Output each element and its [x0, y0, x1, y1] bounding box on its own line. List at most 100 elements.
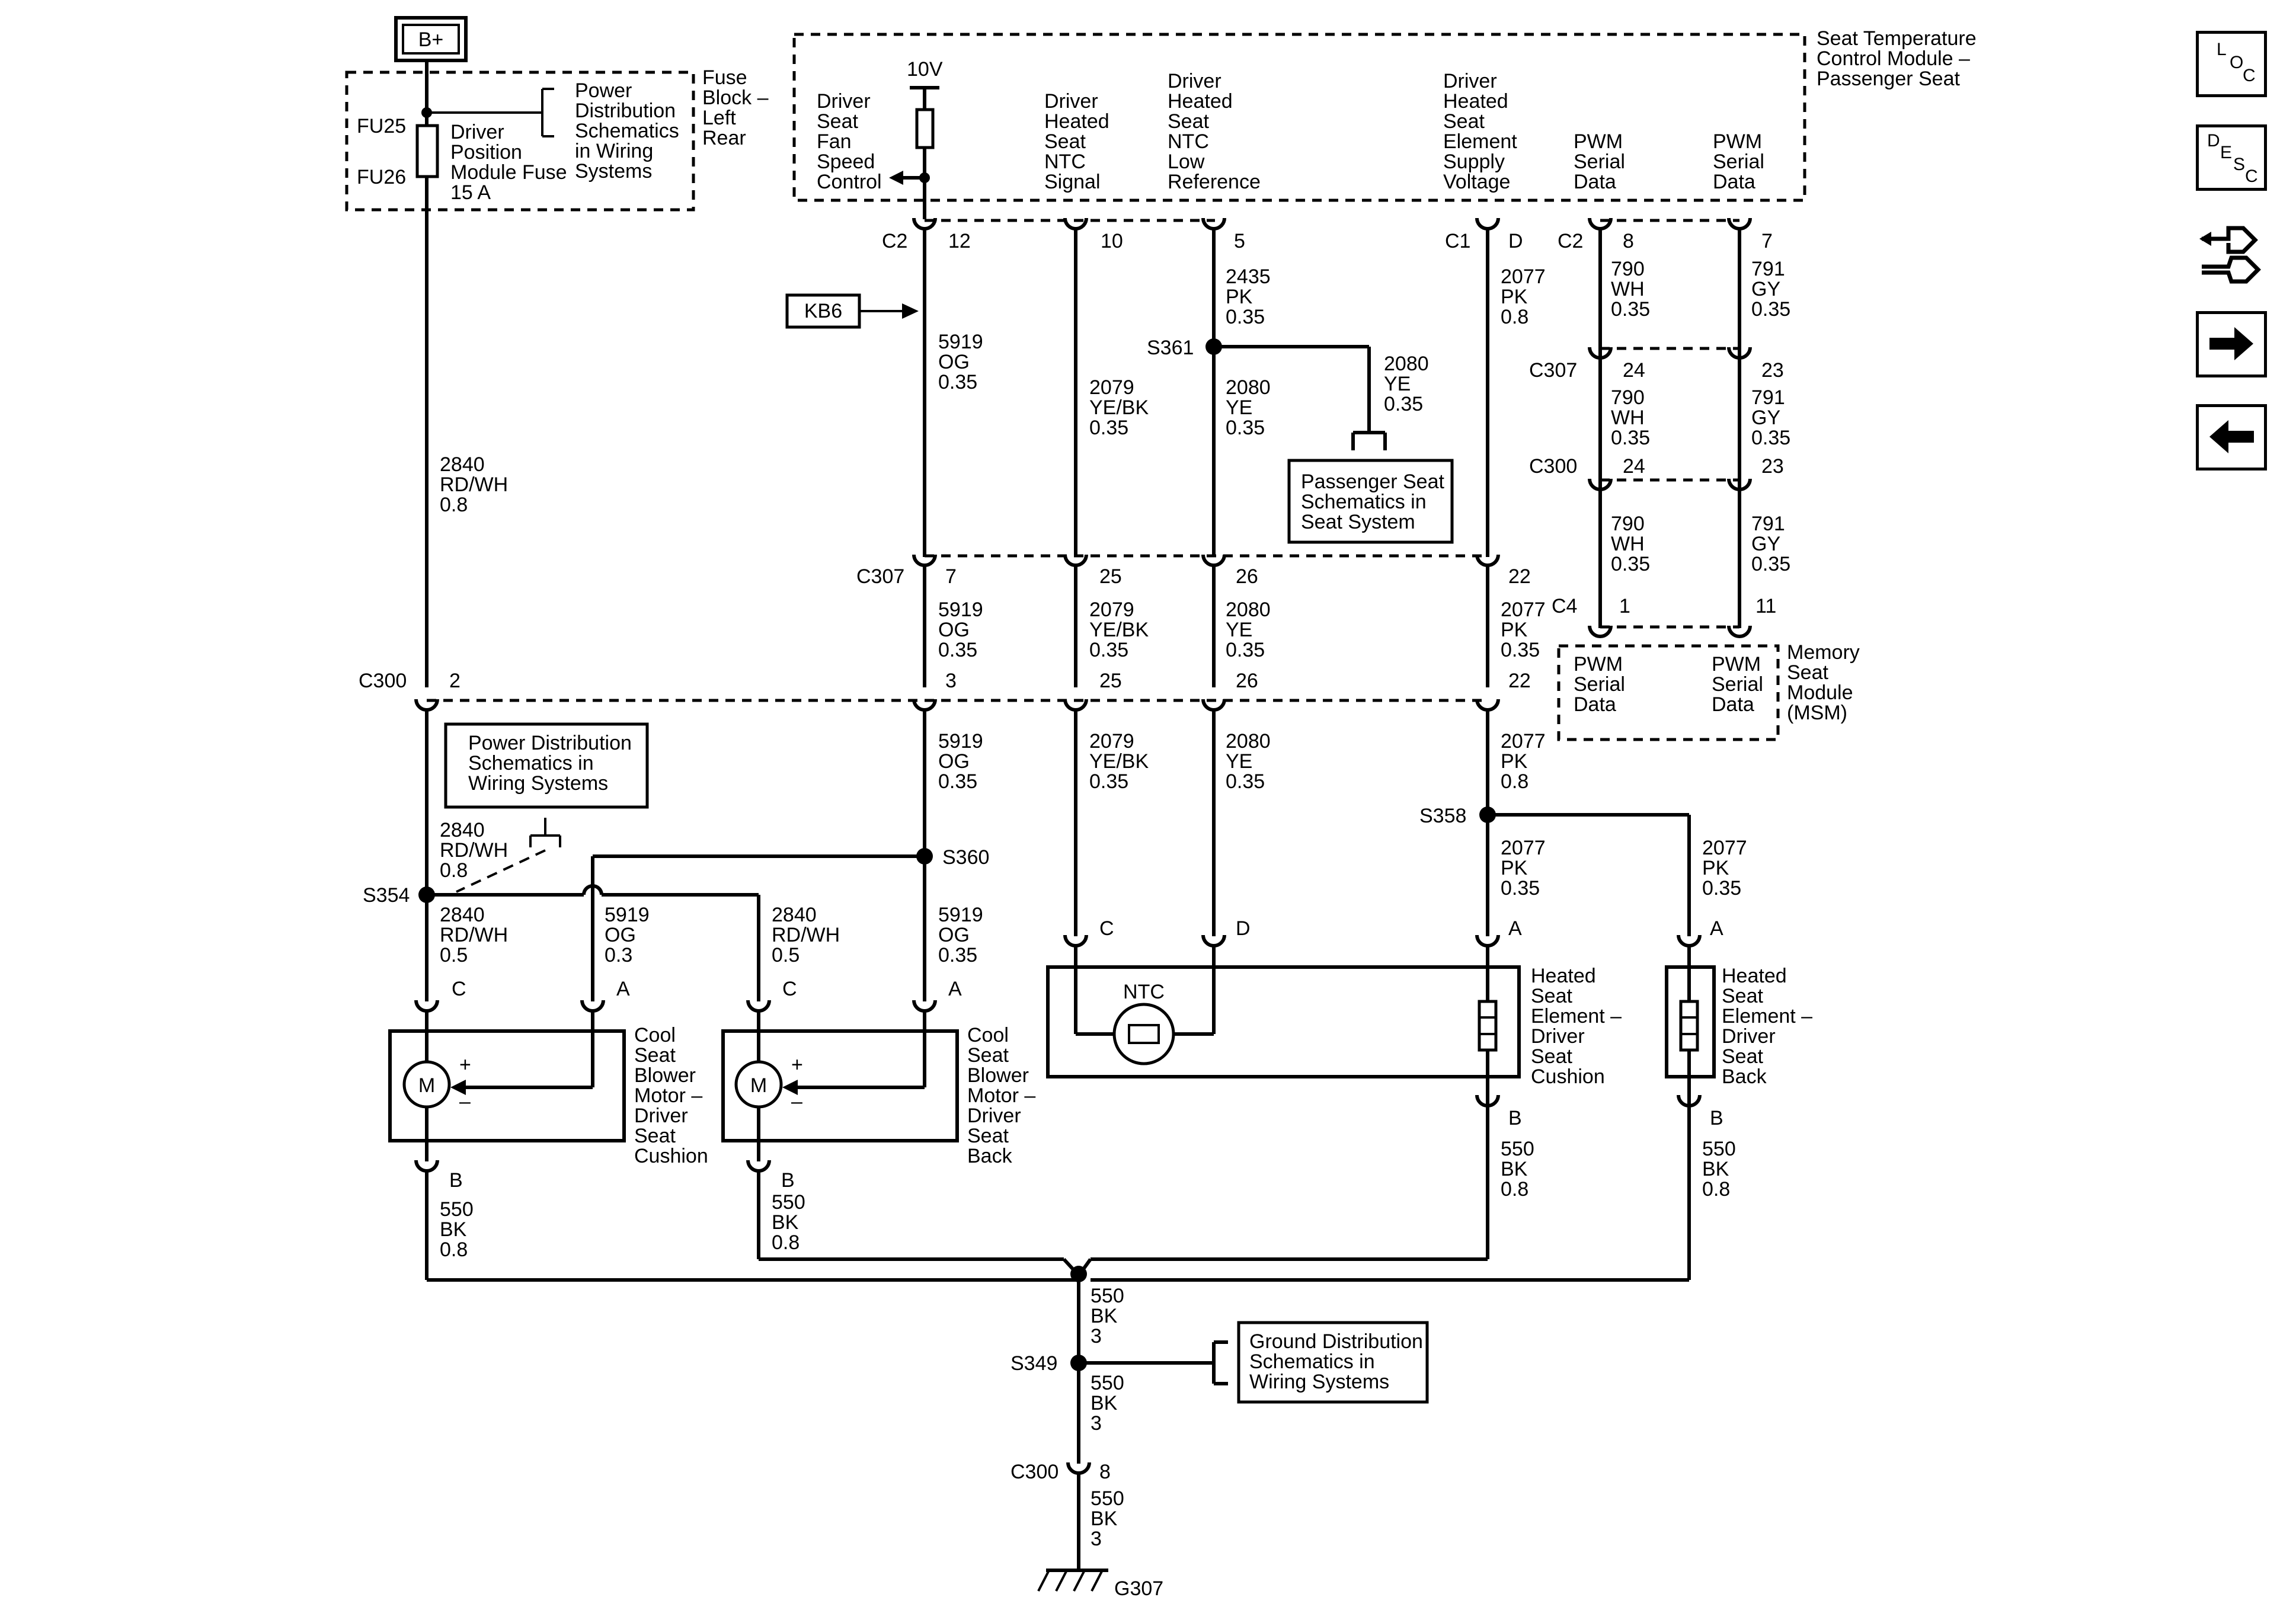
diagram-label: 2080 [1226, 598, 1271, 621]
ground-g307: G307 [1037, 1569, 1163, 1600]
fuse-block: FU25 FU26 Driver Position Module Fuse 15… [345, 66, 769, 212]
diagram-label: (MSM) [1787, 702, 1847, 724]
diagram-label: Ground Distribution [1249, 1330, 1423, 1353]
diagram-label: GY [1751, 406, 1780, 429]
svg-text:O: O [2230, 53, 2243, 72]
diagram-label: 2077 [1501, 730, 1546, 753]
diagram-label: OG [605, 924, 636, 946]
diagram-label: RD/WH [772, 924, 840, 946]
diagram-label: 0.35 [938, 639, 977, 661]
diagram-label: 23 [1761, 455, 1784, 478]
diagram-label: 24 [1623, 359, 1645, 382]
battery-block: B+ [394, 16, 468, 62]
diagram-label: 0.8 [1702, 1178, 1730, 1201]
diagram-label: Seat [1168, 110, 1209, 133]
diagram-label: C1 [1445, 230, 1470, 252]
voltage-label: 10V [907, 58, 943, 81]
diagram-label: 0.35 [1226, 306, 1265, 328]
fuse-name: Driver Position Module Fuse 15 A [450, 121, 567, 204]
svg-text:D: D [2207, 131, 2220, 151]
diagram-label: GY [1751, 533, 1780, 555]
splice-s349: S349 [1011, 1340, 1228, 1385]
diagram-label: 550 [1091, 1372, 1124, 1394]
diagram-label: 0.8 [440, 494, 468, 516]
diagram-label: 5919 [938, 730, 983, 753]
next-arrow-button[interactable] [2196, 311, 2267, 377]
diagram-label: Seat [1044, 130, 1086, 153]
diagram-label: PK [1501, 619, 1528, 641]
diagram-label: Seat Temperature [1817, 27, 1977, 50]
diagram-label: Blower [634, 1064, 696, 1087]
diagram-label: Cushion [634, 1145, 708, 1167]
diagram-label: A [1710, 917, 1723, 940]
diagram-label: BK [440, 1218, 467, 1241]
diagram-label: 2435 [1226, 265, 1271, 288]
diagram-label: Position [450, 141, 522, 164]
loc-button[interactable]: L O C [2196, 31, 2267, 97]
diagram-label: Speed [817, 151, 875, 173]
diagram-label: Schematics in [1249, 1350, 1375, 1373]
desc-button[interactable]: D E S C [2196, 124, 2267, 191]
diagram-label: Driver [817, 90, 871, 113]
diagram-label: 26 [1236, 670, 1258, 692]
diagram-label: Serial [1574, 673, 1625, 696]
diagram-label: 10 [1101, 230, 1123, 252]
diagram-label: 0.35 [938, 770, 977, 793]
diagram-label: D [1236, 917, 1251, 940]
diagram-label: WH [1611, 533, 1645, 555]
diagram-label: Back [967, 1145, 1013, 1167]
diagram-label: 0.35 [1226, 770, 1265, 793]
diagram-label: Distribution [575, 100, 676, 122]
diagram-label: Passenger Seat [1817, 68, 1960, 90]
diagram-label: M [750, 1074, 767, 1097]
diagram-label: Driver [1443, 70, 1497, 92]
diagram-label: Power [575, 79, 632, 102]
diagram-label: Schematics in [468, 752, 594, 774]
diagram-label: Seat System [1301, 511, 1415, 533]
diagram-label: 3 [1091, 1412, 1102, 1435]
diagram-label: 2080 [1226, 730, 1271, 753]
diagram-label: Block – [702, 87, 769, 109]
connector-icon[interactable] [2196, 210, 2267, 290]
diagram-label: PK [1702, 857, 1729, 879]
diagram-label: BK [1091, 1392, 1118, 1414]
diagram-label: 0.35 [1611, 427, 1650, 449]
diagram-label: 26 [1236, 565, 1258, 588]
fuse-block-label: Fuse Block – Left Rear [702, 66, 769, 149]
diagram-label: Driver [1044, 90, 1098, 113]
diagram-label: Control [817, 171, 882, 193]
diagram-label: Memory [1787, 641, 1860, 664]
diagram-label: 2079 [1089, 730, 1134, 753]
diagram-label: Cushion [1531, 1065, 1605, 1088]
diagram-label: YE [1226, 619, 1252, 641]
kb6-reference: KB6 [785, 293, 919, 329]
diagram-label: Driver [1168, 70, 1221, 92]
seat-temperature-control-module: Seat Temperature Control Module – Passen… [792, 27, 1977, 219]
diagram-label: Motor – [967, 1084, 1035, 1107]
diagram-label: Voltage [1443, 171, 1510, 193]
diagram-label: RD/WH [440, 839, 508, 862]
previous-arrow-button[interactable] [2196, 404, 2267, 470]
diagram-label: B [1508, 1107, 1522, 1129]
diagram-label: 0.35 [1751, 298, 1790, 321]
diagram-label: Driver [450, 121, 504, 143]
diagram-label: YE [1226, 750, 1252, 773]
diagram-label: C [782, 978, 797, 1000]
pin-ntc-low-label: Driver Heated Seat NTC Low Reference [1168, 70, 1261, 193]
diagram-label: 0.8 [1501, 306, 1528, 328]
